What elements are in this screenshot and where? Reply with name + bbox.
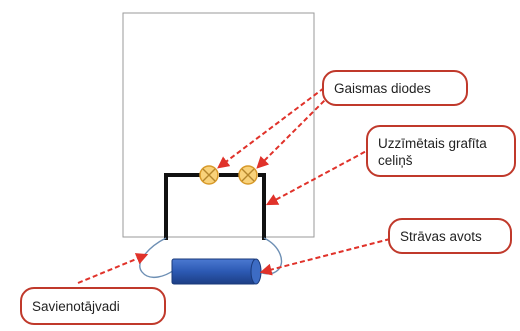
arrow-leds-to-led2: [256, 94, 331, 169]
arrow-track: [265, 147, 373, 206]
callout-leds: Gaismas diodes: [322, 70, 468, 106]
callout-wires: Savienotājvadi: [20, 287, 166, 325]
callout-wires-label: Savienotājvadi: [32, 298, 120, 314]
paper-sheet: [122, 12, 315, 238]
callout-source-label: Strāvas avots: [400, 228, 482, 244]
arrow-source: [259, 238, 391, 276]
led-lamp-icon: [199, 165, 219, 185]
arrow-leds-to-led1: [217, 87, 325, 169]
left-wire: [139, 237, 175, 279]
callout-leds-label: Gaismas diodes: [334, 80, 431, 96]
callout-track-label: Uzzīmētais grafīta celiņš: [378, 136, 487, 168]
callout-power-source: Strāvas avots: [388, 218, 512, 254]
battery-icon: [171, 258, 262, 285]
arrow-wires: [77, 253, 149, 284]
callout-graphite-track: Uzzīmētais grafīta celiņš: [366, 125, 516, 177]
led-lamp-icon: [238, 165, 258, 185]
